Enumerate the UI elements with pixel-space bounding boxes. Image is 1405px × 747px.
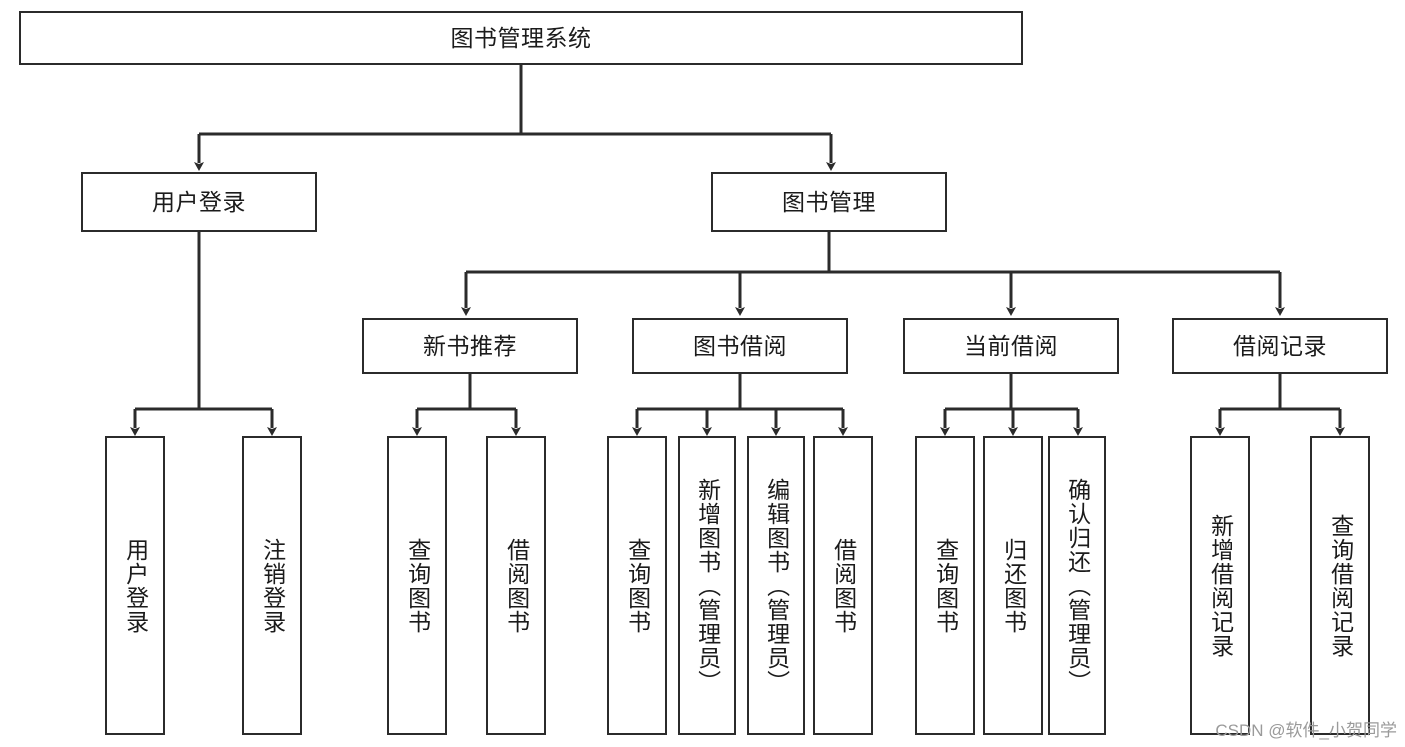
- node-label: 用户登录: [122, 537, 149, 634]
- leaf-query-borrow-record[interactable]: 查询借阅记录: [1310, 436, 1370, 735]
- node-root-system[interactable]: 图书管理系统: [19, 11, 1023, 65]
- node-label: 借阅记录: [1233, 332, 1327, 359]
- node-label: 注销登录: [259, 537, 286, 634]
- node-label: 确认归还（管理员）: [1064, 477, 1091, 694]
- node-label: 归还图书: [1000, 537, 1027, 634]
- node-label: 查询借阅记录: [1327, 513, 1354, 658]
- node-label: 借阅图书: [830, 537, 857, 634]
- node-label: 新书推荐: [423, 332, 517, 359]
- leaf-borrow-book[interactable]: 借阅图书: [813, 436, 873, 735]
- leaf-query-book-borrow[interactable]: 查询图书: [607, 436, 667, 735]
- node-label: 借阅图书: [503, 537, 530, 634]
- node-label: 图书管理系统: [450, 24, 592, 51]
- node-new-book-recommend[interactable]: 新书推荐: [362, 318, 578, 374]
- node-book-borrow[interactable]: 图书借阅: [632, 318, 848, 374]
- node-label: 查询图书: [932, 537, 959, 634]
- leaf-borrow-book-recommend[interactable]: 借阅图书: [486, 436, 546, 735]
- leaf-user-login[interactable]: 用户登录: [105, 436, 165, 735]
- leaf-query-book-recommend[interactable]: 查询图书: [387, 436, 447, 735]
- node-label: 用户登录: [152, 188, 246, 215]
- leaf-add-book-admin[interactable]: 新增图书（管理员）: [678, 436, 736, 735]
- leaf-query-book-current[interactable]: 查询图书: [915, 436, 975, 735]
- node-label: 新增图书（管理员）: [694, 477, 721, 694]
- node-label: 查询图书: [404, 537, 431, 634]
- node-label: 编辑图书（管理员）: [763, 477, 790, 694]
- leaf-edit-book-admin[interactable]: 编辑图书（管理员）: [747, 436, 805, 735]
- watermark-text: CSDN @软件_小贺同学: [1215, 721, 1397, 740]
- node-label: 新增借阅记录: [1207, 513, 1234, 658]
- leaf-logout[interactable]: 注销登录: [242, 436, 302, 735]
- node-user-login[interactable]: 用户登录: [81, 172, 317, 232]
- node-label: 查询图书: [624, 537, 651, 634]
- node-label: 图书借阅: [693, 332, 787, 359]
- node-current-borrow[interactable]: 当前借阅: [903, 318, 1119, 374]
- leaf-confirm-return-admin[interactable]: 确认归还（管理员）: [1048, 436, 1106, 735]
- node-label: 当前借阅: [964, 332, 1058, 359]
- leaf-add-borrow-record[interactable]: 新增借阅记录: [1190, 436, 1250, 735]
- node-borrow-records[interactable]: 借阅记录: [1172, 318, 1388, 374]
- node-book-management[interactable]: 图书管理: [711, 172, 947, 232]
- node-label: 图书管理: [782, 188, 876, 215]
- leaf-return-book[interactable]: 归还图书: [983, 436, 1043, 735]
